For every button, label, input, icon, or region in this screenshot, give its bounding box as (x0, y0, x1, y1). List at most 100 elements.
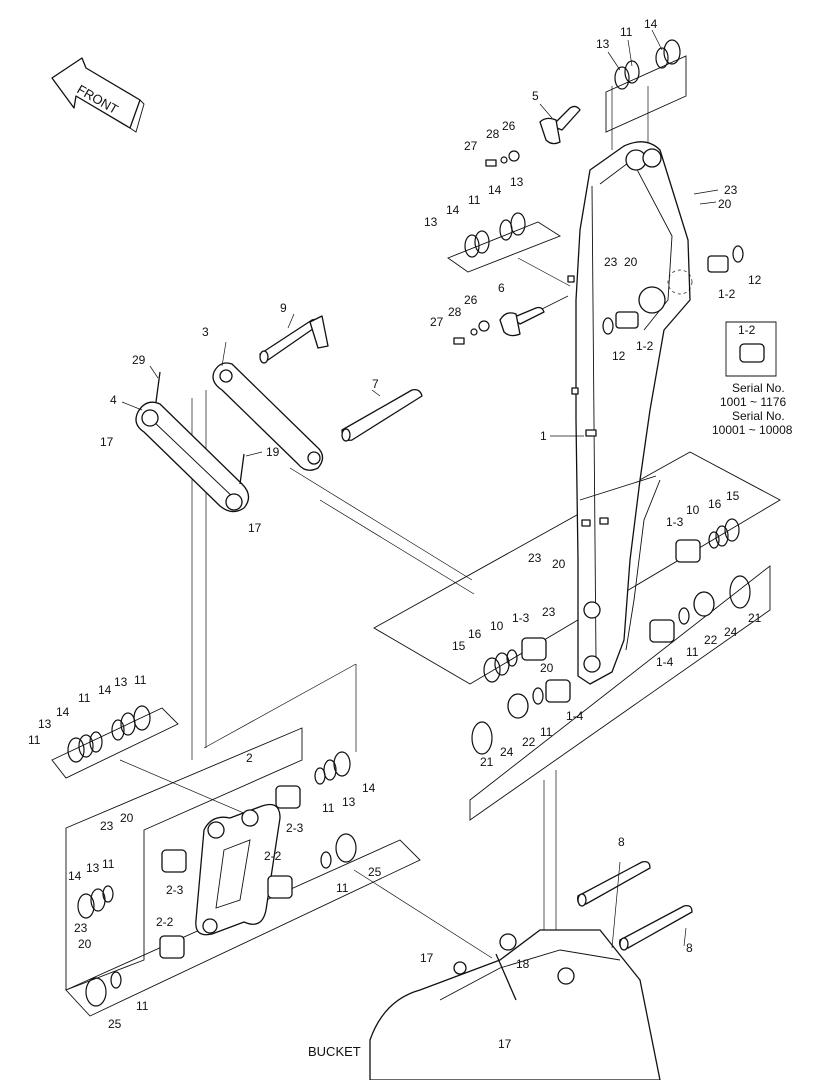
pin-part-7 (341, 388, 423, 442)
bucket-label: BUCKET (308, 1044, 361, 1059)
label-17: 17 (498, 1037, 512, 1051)
label-11: 11 (78, 691, 91, 705)
label-11: 11 (28, 733, 41, 747)
label-16: 16 (468, 627, 482, 641)
link-part-3 (212, 362, 324, 471)
label-21: 21 (480, 755, 494, 769)
label-13: 13 (342, 795, 356, 809)
label-27: 27 (430, 315, 444, 329)
leader-lines (121, 29, 719, 949)
label-10: 10 (686, 503, 700, 517)
label-23: 23 (604, 255, 618, 269)
label-14: 14 (644, 17, 658, 31)
label-23: 23 (74, 921, 88, 935)
label-14: 14 (68, 869, 82, 883)
frame-left-pins (51, 707, 179, 779)
frame-upper-left-pins (447, 221, 561, 273)
serial-line-2: 1001 ~ 1176 (720, 395, 787, 409)
label-2-2: 2-2 (264, 849, 282, 863)
label-1-4: 1-4 (656, 655, 674, 669)
label-27: 27 (464, 139, 478, 153)
label-2-3: 2-3 (166, 883, 184, 897)
label-13: 13 (114, 675, 128, 689)
label-4: 4 (110, 393, 117, 407)
label-23: 23 (542, 605, 556, 619)
label-2: 2 (246, 751, 253, 765)
bucket (369, 929, 661, 1080)
label-13: 13 (510, 175, 524, 189)
label-29: 29 (132, 353, 146, 367)
pin-part-9 (259, 315, 329, 364)
label-11: 11 (336, 881, 349, 895)
label-7: 7 (372, 377, 379, 391)
label-23: 23 (528, 551, 542, 565)
label-12: 12 (612, 349, 626, 363)
label-23: 23 (100, 819, 114, 833)
front-arrow-icon: FRONT (51, 57, 145, 133)
label-17: 17 (420, 951, 434, 965)
label-5: 5 (532, 89, 539, 103)
label-14: 14 (446, 203, 460, 217)
label-3: 3 (202, 325, 209, 339)
pin-part-5 (539, 105, 581, 145)
label-20: 20 (718, 197, 732, 211)
serial-line-1: Serial No. (732, 381, 785, 395)
pin-part-8-lower (619, 904, 693, 951)
label-26: 26 (464, 293, 478, 307)
label-2-2: 2-2 (156, 915, 174, 929)
label-8: 8 (618, 835, 625, 849)
part-labels: 14 11 13 5 28 26 27 23 20 14 11 14 13 13… (28, 17, 793, 1059)
label-10: 10 (490, 619, 504, 633)
label-22: 22 (704, 633, 718, 647)
label-14: 14 (56, 705, 70, 719)
label-13: 13 (86, 861, 100, 875)
bushings-and-seals (67, 39, 765, 1007)
label-23: 23 (724, 183, 738, 197)
label-11: 11 (134, 673, 147, 687)
label-15: 15 (726, 489, 740, 503)
serial-part-label: 1-2 (738, 323, 756, 337)
label-11: 11 (136, 999, 149, 1013)
label-11: 11 (540, 725, 553, 739)
label-22: 22 (522, 735, 536, 749)
label-16: 16 (708, 497, 722, 511)
label-12: 12 (748, 273, 762, 287)
label-1-3: 1-3 (666, 515, 684, 529)
label-11: 11 (102, 857, 115, 871)
label-20: 20 (624, 255, 638, 269)
label-28: 28 (448, 305, 462, 319)
label-20: 20 (78, 937, 92, 951)
label-1: 1 (540, 429, 547, 443)
label-1-4: 1-4 (566, 709, 584, 723)
label-1-2: 1-2 (636, 339, 654, 353)
label-19: 19 (266, 445, 280, 459)
label-14: 14 (488, 183, 502, 197)
label-13: 13 (38, 717, 52, 731)
label-26: 26 (502, 119, 516, 133)
label-20: 20 (120, 811, 134, 825)
label-11: 11 (322, 801, 335, 815)
frame-serial (725, 321, 777, 377)
label-14: 14 (362, 781, 376, 795)
label-24: 24 (500, 745, 514, 759)
label-2-3: 2-3 (286, 821, 304, 835)
label-1-3: 1-3 (512, 611, 530, 625)
label-6: 6 (498, 281, 505, 295)
label-25: 25 (108, 1017, 122, 1031)
label-20: 20 (552, 557, 566, 571)
label-21: 21 (748, 611, 762, 625)
label-9: 9 (280, 301, 287, 315)
serial-line-3: Serial No. (732, 409, 785, 423)
label-20: 20 (540, 661, 554, 675)
serial-line-4: 10001 ~ 10008 (712, 423, 793, 437)
label-1-2: 1-2 (718, 287, 736, 301)
label-14: 14 (98, 683, 112, 697)
label-11: 11 (620, 25, 633, 39)
label-13: 13 (424, 215, 438, 229)
arm-part-1 (567, 141, 693, 685)
link-part-4 (135, 401, 250, 513)
label-17: 17 (248, 521, 262, 535)
label-28: 28 (486, 127, 500, 141)
